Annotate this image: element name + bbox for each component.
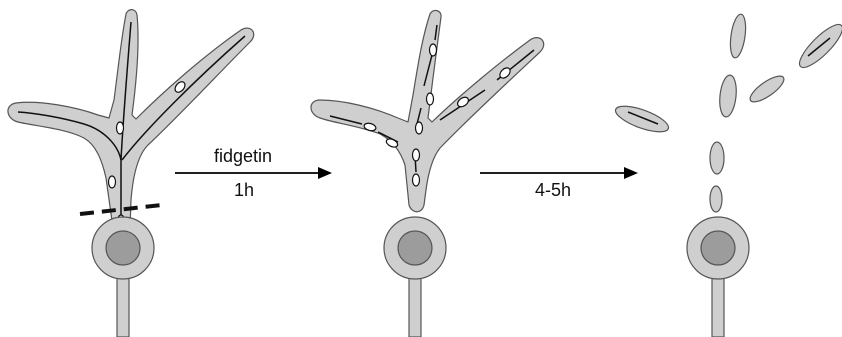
fragment-5 [613, 101, 672, 137]
fragment-7 [710, 186, 722, 212]
dendrite-1 [8, 10, 254, 228]
fragment-6 [710, 142, 724, 174]
fragment-3 [747, 72, 788, 106]
step-2-arrow-group: 4-5h [480, 173, 636, 200]
nucleus-2 [398, 231, 432, 265]
fragment-1 [728, 13, 748, 59]
step-2-duration-label: 4-5h [535, 180, 571, 200]
nucleus-3 [701, 231, 735, 265]
step-1-duration-label: 1h [234, 180, 254, 200]
step-1-treatment-label: fidgetin [214, 146, 272, 166]
nucleus-1 [106, 231, 140, 265]
axon-3 [712, 270, 724, 337]
dendrite-fragments [613, 13, 842, 212]
dendrite-2 [311, 10, 544, 211]
axon-2 [409, 270, 421, 337]
step-1-arrow-group: fidgetin 1h [175, 146, 330, 200]
fragment-4 [794, 19, 842, 73]
panel-3-degenerated-neuron [613, 13, 842, 337]
axon-1 [117, 270, 129, 337]
fragment-2 [718, 74, 738, 117]
